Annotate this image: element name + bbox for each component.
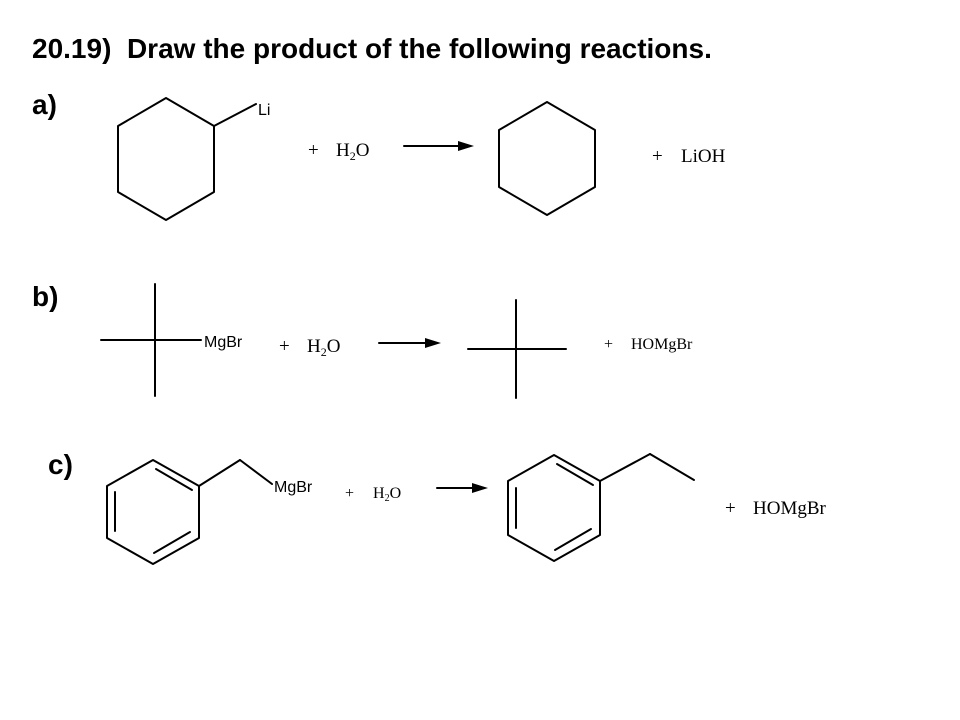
reactant-b-tert-butyl [100,283,202,397]
reagent-a-formula: H2O [336,140,369,163]
reaction-b: MgBr + H2O + HOMgBr [100,283,693,399]
reaction-c: MgBr + H2O + HOMgBr [106,453,827,565]
reaction-a: Li + H2O + LiOH [117,97,726,221]
byproduct-a-formula: LiOH [681,146,726,167]
reagent-b-formula: H2O [307,336,340,359]
part-c-label: c) [48,449,73,480]
reactant-c-substituent: MgBr [274,479,313,496]
part-a-label: a) [32,89,57,120]
reaction-a-arrow [403,141,474,151]
reactant-b-substituent: MgBr [204,334,243,351]
reactant-c-benzene-ring [106,459,200,565]
byproduct-c-formula: HOMgBr [753,498,827,519]
reagent-c-plus: + [345,485,354,502]
reactant-a-cyclohexane-ring [117,97,215,221]
reagent-b-plus: + [279,336,290,357]
product-b-isobutane [467,299,567,399]
product-c-ethyl-bond-1 [599,453,651,482]
reagent-a-plus: + [308,140,319,161]
reactant-c-ch2-bond-2 [239,459,273,485]
byproduct-b-formula: HOMgBr [631,336,693,353]
reactant-a-substituent: Li [258,102,270,119]
reactant-c-ch2-bond-1 [198,459,241,487]
reaction-b-arrow [378,338,441,348]
reactant-a-c-li-bond [213,103,257,127]
problem-title: 20.19) Draw the product of the following… [32,33,712,64]
product-a-cyclohexane-ring [498,101,596,216]
byproduct-b-plus: + [604,336,613,353]
part-b-label: b) [32,281,59,312]
product-c-ethyl-bond-2 [649,453,695,481]
reagent-c-formula: H2O [373,485,401,504]
product-c-benzene-ring [507,454,601,562]
byproduct-c-plus: + [725,498,736,519]
byproduct-a-plus: + [652,146,663,167]
reaction-c-arrow [436,483,488,493]
